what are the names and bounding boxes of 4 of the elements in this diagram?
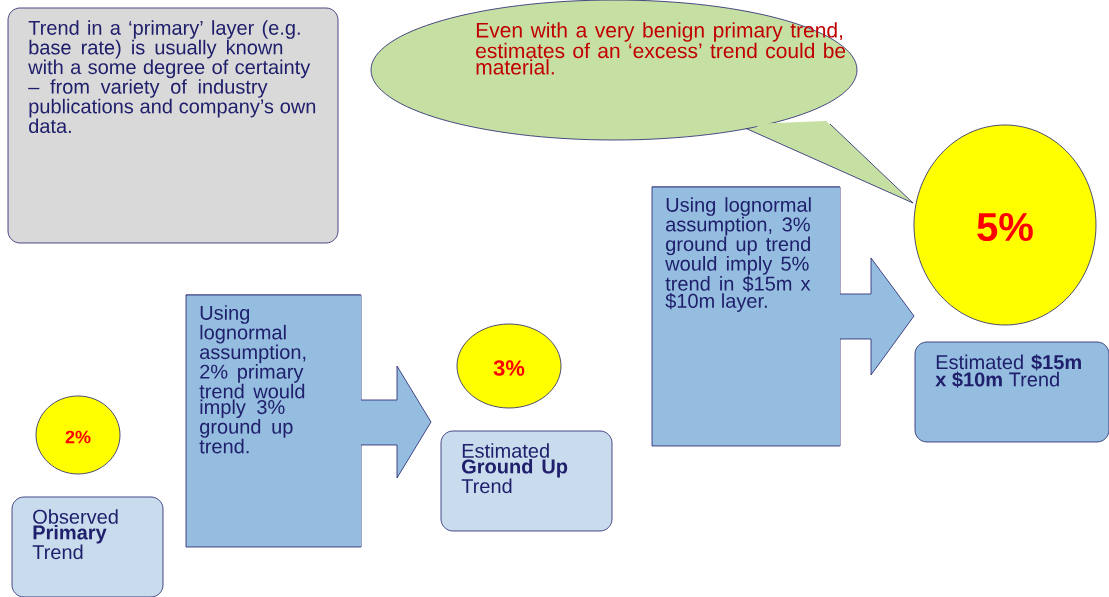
text-box: Estimated Ground Up Trend bbox=[440, 430, 613, 532]
text-box: Observed Primary Trend bbox=[11, 496, 164, 597]
text-box: Trend in a ‘primary’ layer (e.g. base rate) is usually known with a some degree of certainty – from variety of industry publications and company’s own data. bbox=[7, 7, 339, 244]
text-box: Estimated $15m x $10m Trend bbox=[914, 341, 1109, 443]
